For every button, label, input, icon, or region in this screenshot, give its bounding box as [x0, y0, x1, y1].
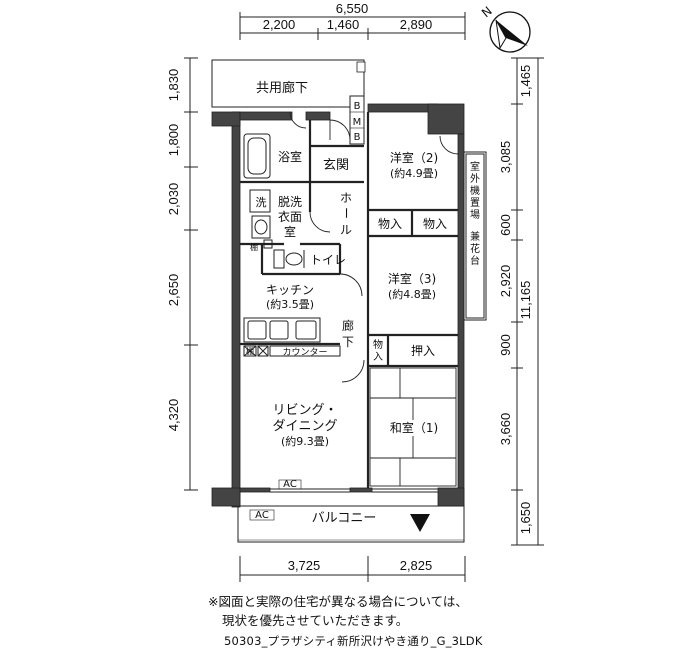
disclaimer-note: ※図面と実際の住宅が異なる場合については、 現状を優先させていただきます。 [208, 592, 468, 630]
ac-unit-living: AC [283, 479, 297, 490]
bmb-label-3: B [354, 132, 361, 143]
room-washroom-line2: 衣面 [278, 209, 302, 224]
dim-right-2: 3,085 [498, 141, 513, 174]
dim-top-3: 2,890 [400, 17, 433, 32]
outer-walls [211, 103, 465, 508]
room-balcony: バルコニー [312, 511, 377, 526]
room-washroom-line3: 室 [284, 224, 296, 239]
kitchen-counter [243, 317, 341, 357]
washer-unit [249, 189, 273, 249]
storage-b: 物入 [423, 217, 447, 231]
dim-right-total: 11,165 [518, 281, 533, 320]
ac-unit-balcony: AC [255, 510, 269, 521]
room-washroom-line1: 脱洗 [278, 194, 302, 209]
japanese-room-label-bg [390, 420, 448, 436]
room-hall-2: ー [339, 207, 353, 219]
dim-top-2: 1,460 [327, 17, 360, 32]
dim-right-4: 2,920 [498, 265, 513, 298]
washer-label: 洗 [256, 196, 267, 209]
dim-top-1: 2,200 [263, 17, 296, 32]
svg-text:兼: 兼 [470, 230, 480, 243]
room-japanese-1: 和室（1) [390, 420, 438, 435]
right-dimensions [511, 57, 544, 546]
storage-a: 物入 [378, 217, 402, 231]
plan-footer-id: 50303_プラザシティ新所沢けやき通り_G_3LDK [224, 634, 483, 648]
room-western-2-size: (約4.9畳) [390, 166, 438, 180]
room-western-3: 洋室（3) [388, 271, 436, 286]
storage-c-2: 入 [373, 352, 383, 363]
bmb-box [349, 95, 365, 145]
dim-left-1: 1,830 [166, 69, 181, 102]
left-dimensions [184, 57, 198, 491]
room-western-3-size: (約4.8畳) [388, 287, 436, 301]
room-living-size: (約9.3畳) [281, 434, 329, 448]
svg-text:室: 室 [470, 160, 480, 173]
disclaimer-line2: 現状を優先させていただきます。 [222, 613, 409, 628]
room-corridor-1: 廊 [342, 318, 354, 333]
room-common-corridor: 共用廊下 [256, 80, 308, 96]
dim-right-6: 3,660 [498, 413, 513, 446]
compass-icon [489, 11, 531, 53]
compass-label: N [479, 4, 495, 20]
dim-right-5: 900 [498, 334, 513, 356]
svg-text:機: 機 [470, 184, 480, 197]
room-bathroom: 浴室 [278, 149, 302, 164]
shelf-label-2: 棚 [246, 346, 254, 356]
room-western-2: 洋室（2) [390, 150, 438, 165]
room-living-line2: ダイニング [272, 419, 337, 434]
outdoor-unit-label: 室 外 機 置 場 兼 花 台 [470, 160, 480, 267]
svg-text:場: 場 [470, 208, 480, 221]
room-living-line1: リビング・ [272, 403, 337, 418]
toilet-fixture [273, 249, 305, 269]
top-dimensions [239, 12, 466, 40]
disclaimer-line1: ※図面と実際の住宅が異なる場合については、 [208, 594, 468, 609]
room-hall-1: ホ [340, 191, 352, 205]
tatami-mats [369, 367, 457, 487]
interior-walls [240, 112, 458, 488]
svg-text:外: 外 [470, 173, 480, 185]
bmb-label-1: B [354, 101, 361, 112]
dim-right-3: 600 [498, 214, 513, 236]
dim-right-7: 1,650 [518, 502, 533, 535]
storage-c-1: 物 [373, 338, 383, 351]
outdoor-unit-area [463, 151, 487, 321]
bathtub [243, 133, 271, 179]
dim-bottom-1: 3,725 [288, 558, 321, 573]
dim-left-3: 2,030 [166, 183, 181, 216]
dim-left-5: 4,320 [166, 399, 181, 432]
bmb-label-2: M [353, 117, 362, 128]
svg-text:花: 花 [470, 242, 480, 255]
room-closet: 押入 [411, 344, 435, 358]
room-kitchen-size: (約3.5畳) [266, 297, 314, 311]
room-kitchen: キッチン [266, 283, 314, 297]
shelf-label-1: 棚 [250, 242, 258, 252]
room-entrance: 玄関 [323, 158, 349, 173]
bottom-dimensions [239, 556, 466, 582]
room-toilet: トイレ [310, 253, 346, 267]
balcony-sashes [270, 488, 438, 493]
dim-top-total: 6,550 [336, 1, 369, 16]
dim-bottom-2: 2,825 [400, 558, 433, 573]
door-arcs [289, 111, 459, 383]
room-corridor-2: 下 [342, 335, 354, 349]
room-hall-3: ル [340, 223, 352, 237]
dim-right-1: 1,465 [518, 65, 533, 98]
dim-left-4: 2,650 [166, 274, 181, 307]
dim-left-2: 1,800 [166, 124, 181, 157]
balcony [237, 479, 465, 543]
svg-text:台: 台 [470, 254, 480, 267]
svg-text:置: 置 [470, 197, 480, 209]
counter-label: カウンター [282, 347, 327, 358]
common-corridor [211, 59, 366, 108]
